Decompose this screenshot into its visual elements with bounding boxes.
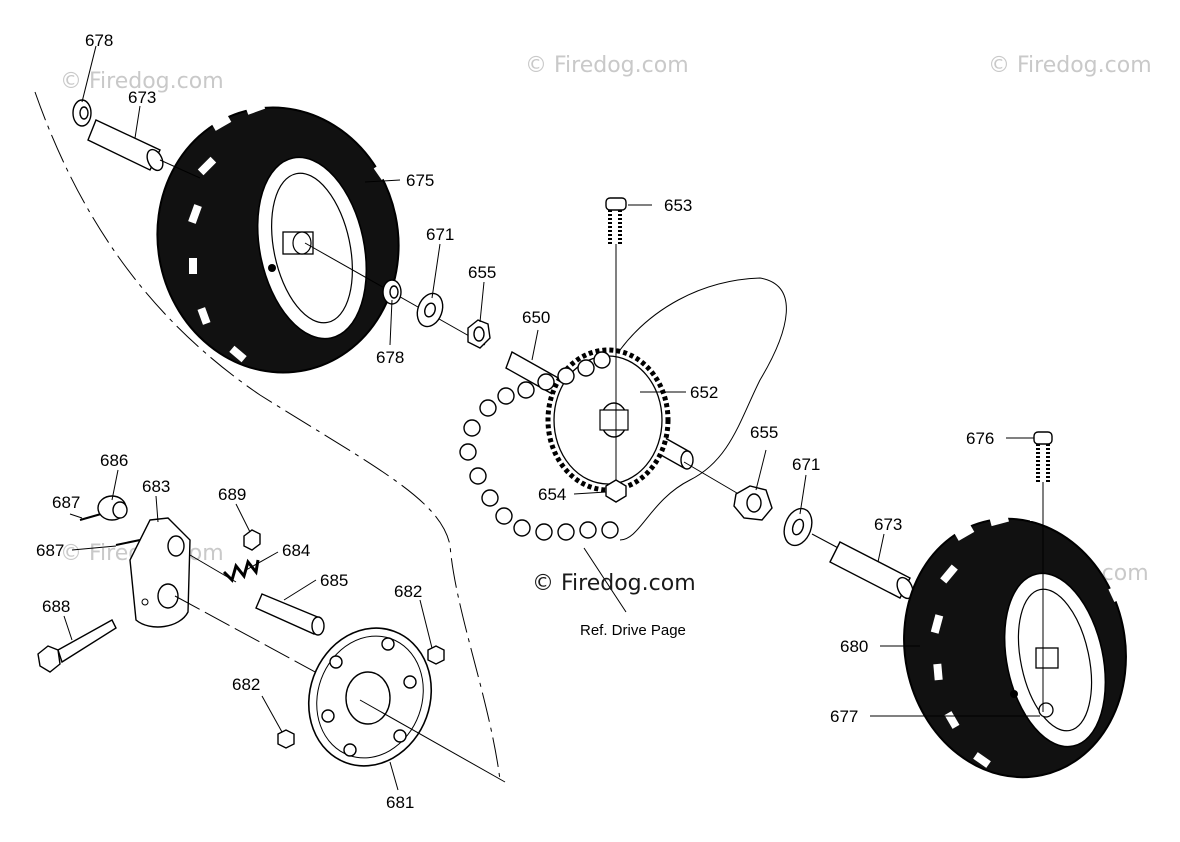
- nut-682-upper: [427, 645, 445, 665]
- label-683: 683: [142, 477, 170, 496]
- rod-685: [255, 593, 325, 636]
- label-671-right: 671: [792, 455, 820, 474]
- label-684: 684: [282, 541, 310, 560]
- label-685: 685: [320, 571, 348, 590]
- bolt-676: [1033, 431, 1053, 482]
- pin-687-b: [115, 539, 141, 546]
- label-650: 650: [522, 308, 550, 327]
- label-655-left: 655: [468, 263, 496, 282]
- label-687-upper: 687: [52, 493, 80, 512]
- watermark-top-center: © Firedog.com: [525, 53, 689, 78]
- label-673-left: 673: [128, 88, 156, 107]
- label-689: 689: [218, 485, 246, 504]
- left-wheel-675: [156, 95, 400, 374]
- washer-671-left: [416, 292, 444, 328]
- spring-684: [222, 558, 260, 583]
- label-686: 686: [100, 451, 128, 470]
- nut-689: [243, 529, 261, 551]
- spacer-673-left: [87, 119, 164, 172]
- chain-loop: [459, 351, 619, 541]
- label-654: 654: [538, 485, 566, 504]
- spacer-673-right: [829, 541, 914, 600]
- label-681: 681: [386, 793, 414, 812]
- arm-683: [129, 517, 191, 628]
- label-682-lower: 682: [232, 675, 260, 694]
- nut-655-right: [733, 485, 773, 521]
- label-675: 675: [406, 171, 434, 190]
- label-678-top: 678: [85, 31, 113, 50]
- plate-681: [307, 627, 433, 767]
- label-652: 652: [690, 383, 718, 402]
- bolt-688: [37, 619, 117, 673]
- bolt-653: [605, 197, 627, 244]
- label-677: 677: [830, 707, 858, 726]
- nut-682-lower: [277, 729, 295, 749]
- dashed-boundary: [34, 91, 501, 781]
- clip-678-top: [72, 99, 92, 127]
- reference-note: Ref. Drive Page: [580, 622, 686, 639]
- nut-654: [605, 479, 627, 503]
- nut-655-left: [467, 319, 491, 349]
- label-687-lower: 687: [36, 541, 64, 560]
- watermark-center: © Firedog.com: [532, 571, 696, 596]
- label-676: 676: [966, 429, 994, 448]
- label-682-upper: 682: [394, 582, 422, 601]
- label-673-right: 673: [874, 515, 902, 534]
- label-688: 688: [42, 597, 70, 616]
- label-655-right: 655: [750, 423, 778, 442]
- washer-671-right: [783, 507, 813, 547]
- label-653: 653: [664, 196, 692, 215]
- label-680: 680: [840, 637, 868, 656]
- right-wheel-680: [903, 512, 1127, 779]
- clip-678-lower: [382, 279, 402, 305]
- bushing-686: [97, 495, 128, 521]
- watermark-top-right: © Firedog.com: [988, 53, 1152, 78]
- label-671-left: 671: [426, 225, 454, 244]
- label-678-lower: 678: [376, 348, 404, 367]
